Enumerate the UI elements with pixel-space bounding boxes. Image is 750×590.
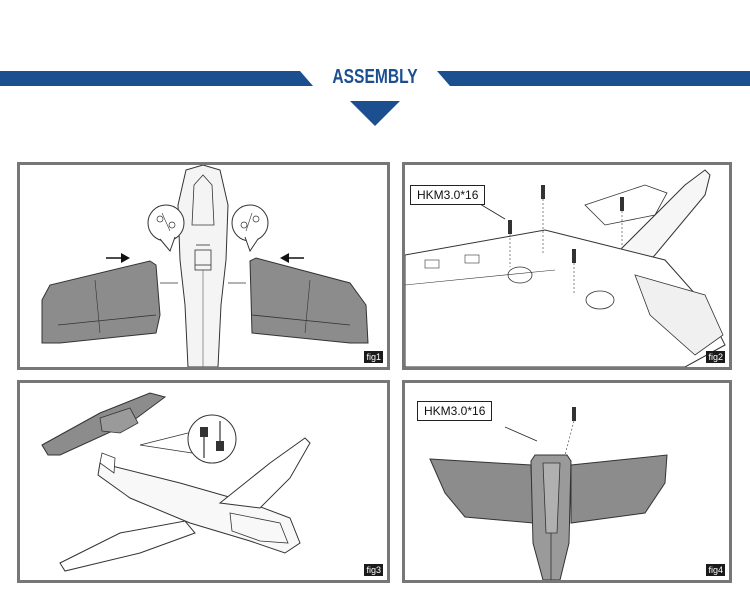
detail-magnifier-left-icon [147,204,185,252]
screw-icon [572,249,576,295]
connector-detail-icon [139,414,237,464]
screw-spec-callout: HKM3.0*16 [417,401,493,421]
header-bar-left [0,71,313,86]
figure-panel-3: fig3 [17,380,390,583]
right-wing [249,257,369,344]
fig4-illustration [429,407,668,580]
right-stabilizer [570,454,668,524]
header-down-arrow-icon [350,101,400,126]
left-wing [41,260,161,344]
fig1-illustration [41,165,369,367]
airplane-wing-right [218,437,311,509]
figure-label: fig1 [364,351,383,363]
figure-panel-2: HKM3.0*16 fig2 [402,162,732,370]
figure-label: fig4 [706,564,725,576]
figure-panel-4: HKM3.0*16 fig4 [402,380,732,583]
header-graphic [0,71,750,126]
fuselage-top-view [177,165,229,367]
airplane-body [97,462,301,554]
screw-icon [620,197,624,250]
screw-spec-callout: HKM3.0*16 [410,185,486,205]
airplane-wing-left [59,520,196,572]
left-stabilizer [429,458,534,524]
section-title: ASSEMBLY [332,66,418,88]
arrow-right-icon [106,253,130,263]
screw-icon [508,220,512,267]
header-bar-right [437,71,750,86]
fig3-illustration [41,392,311,572]
screw-icon [541,185,545,255]
detail-magnifier-right-icon [231,204,269,253]
section-header: ASSEMBLY [0,0,750,140]
figure-panel-1: fig1 [17,162,390,370]
fig2-illustration [405,169,726,367]
arrow-left-icon [280,253,304,263]
screw-icon [564,407,576,456]
figure-label: fig2 [706,351,725,363]
figure-label: fig3 [364,564,383,576]
